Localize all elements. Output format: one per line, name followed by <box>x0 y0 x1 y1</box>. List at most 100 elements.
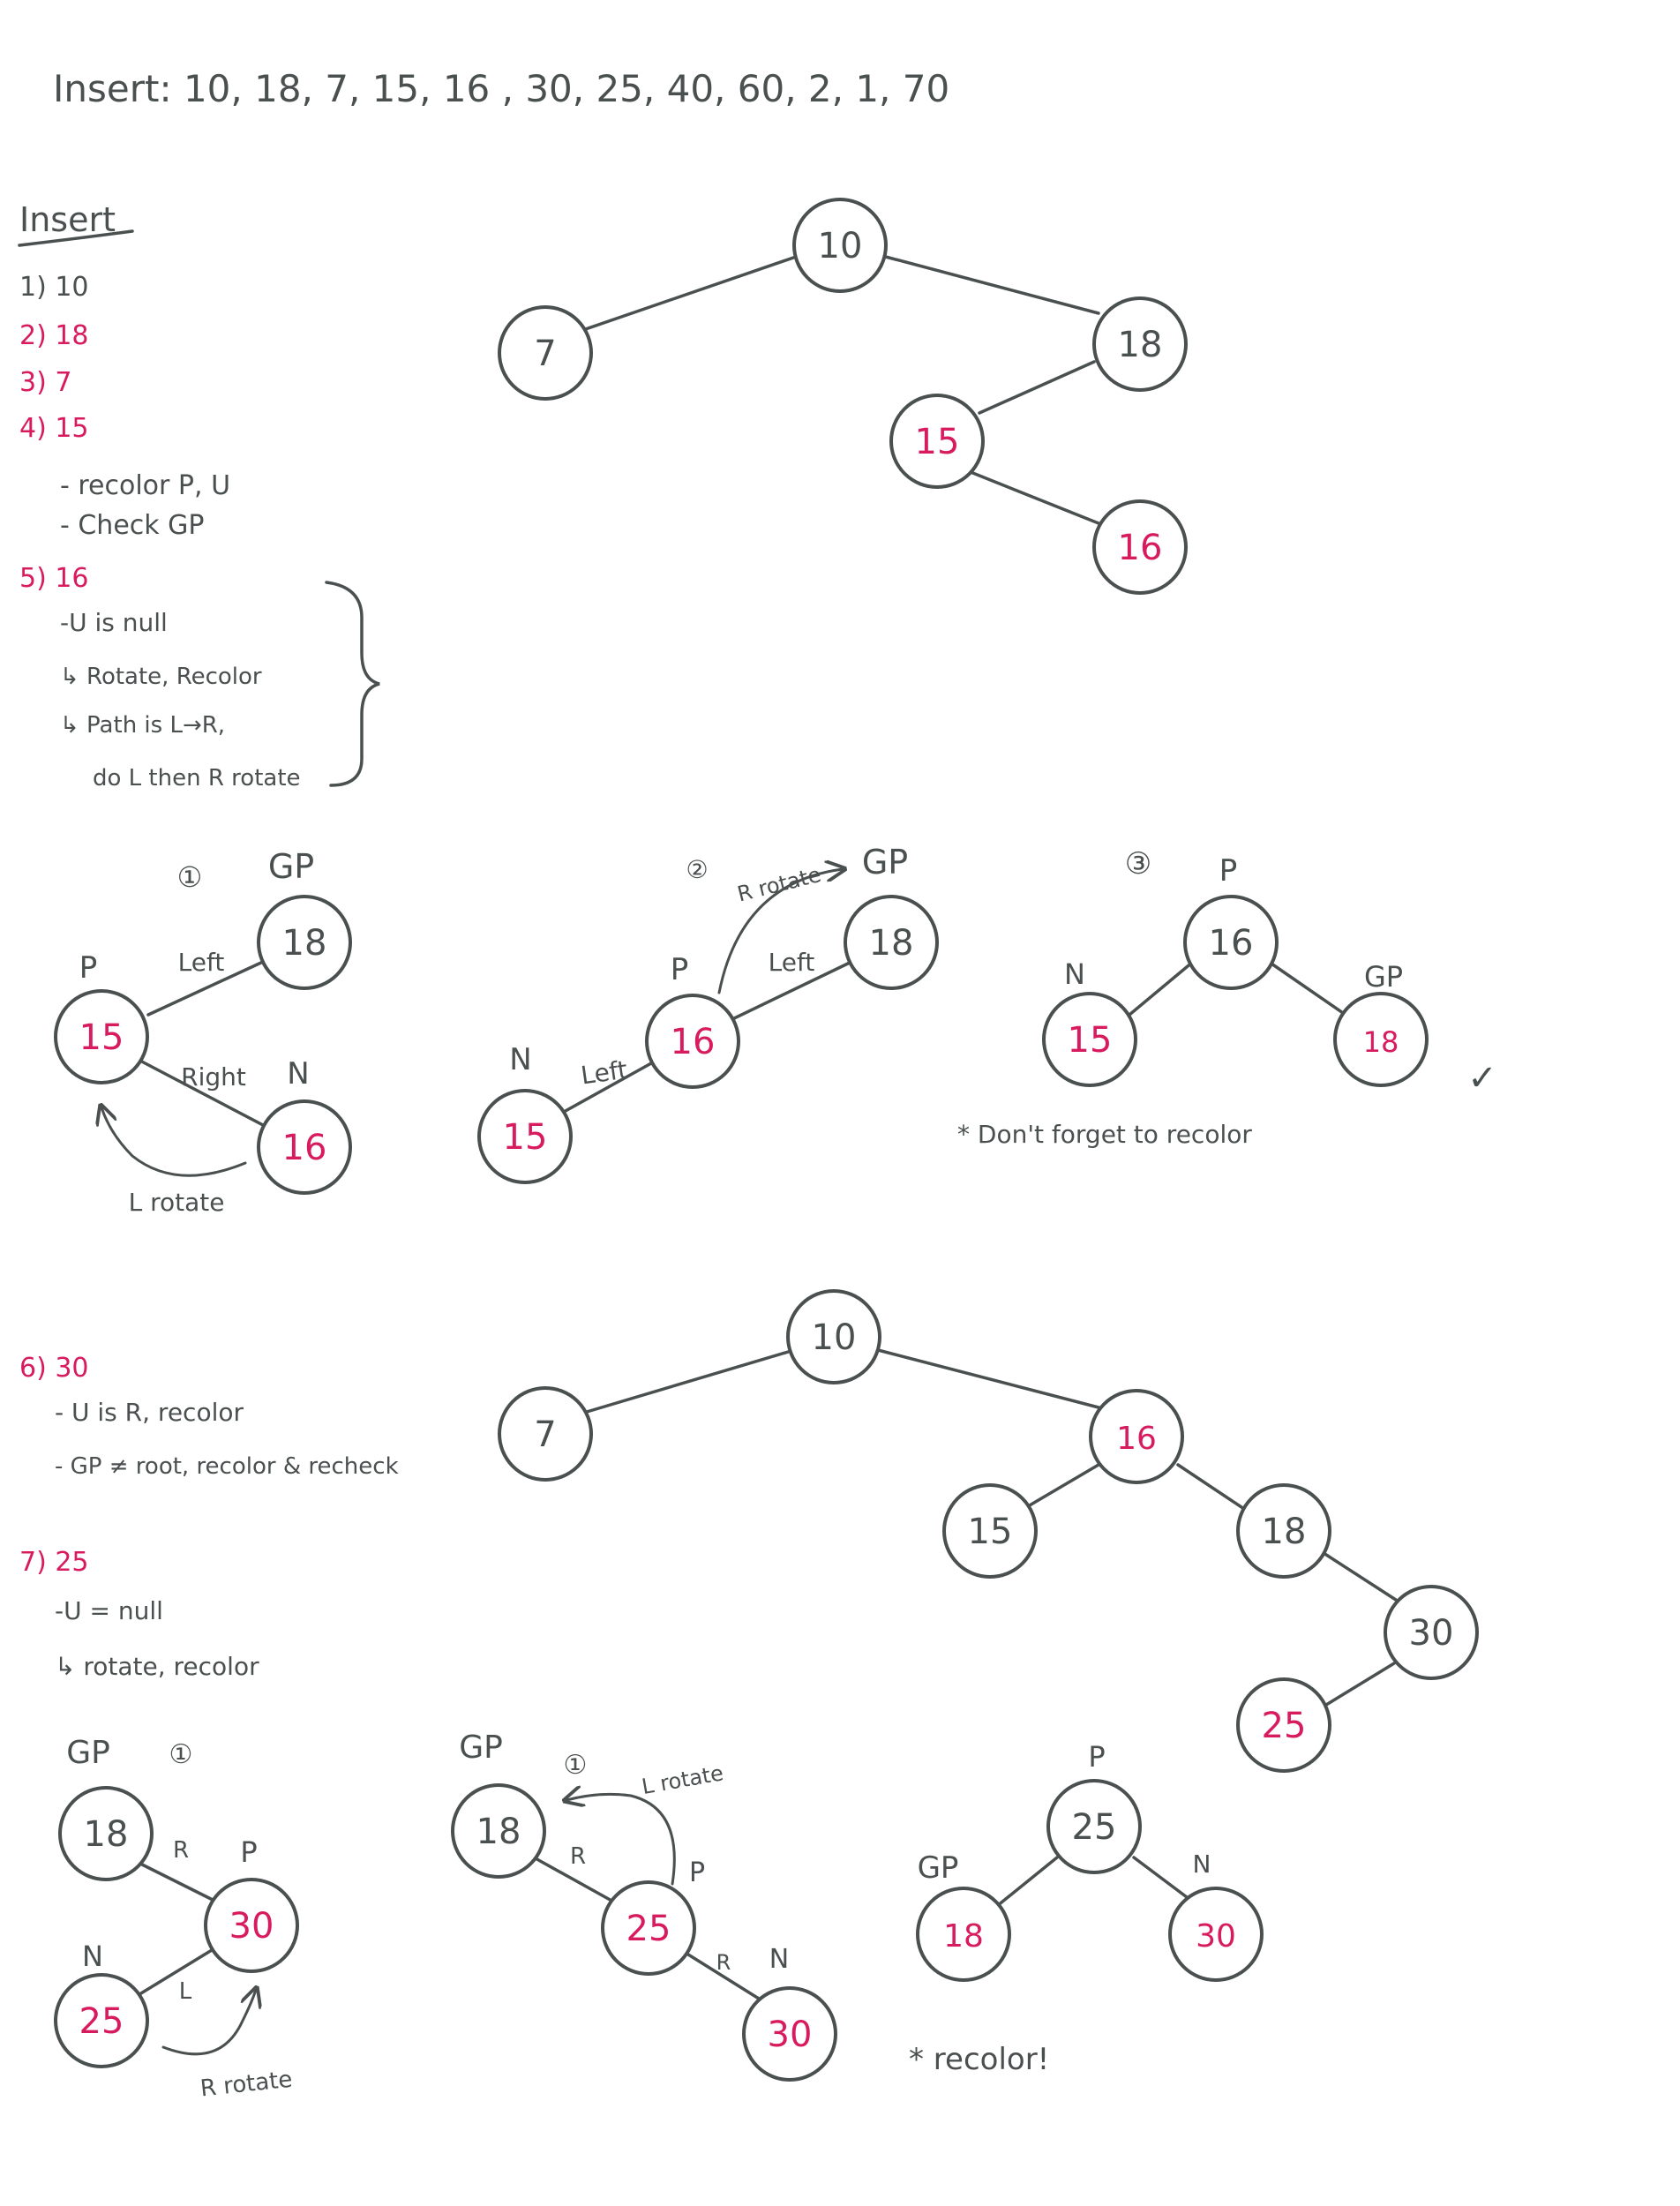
svg-text:25: 25 <box>79 2001 124 2042</box>
label-p: P <box>79 950 98 986</box>
svg-text:25: 25 <box>626 1909 671 1949</box>
svg-text:18: 18 <box>943 1918 984 1955</box>
l-rotate-arrow-b <box>566 1794 676 1886</box>
edge-25-30-b <box>686 1953 761 2000</box>
step-marker-2: ② <box>686 855 708 884</box>
node-30-c: 30 <box>1168 1887 1264 1982</box>
node-25-a: 25 <box>54 1973 149 2068</box>
svg-text:18: 18 <box>1118 325 1163 365</box>
node-15-r2: 15 <box>477 1089 573 1184</box>
label-l-a: L <box>179 1978 192 2005</box>
label-p-b: P <box>689 1857 705 1888</box>
svg-text:10: 10 <box>812 1317 857 1358</box>
label-p-3: P <box>1219 853 1238 889</box>
insert-heading: Insert <box>19 200 116 239</box>
label-gp-3: GP <box>1364 960 1403 994</box>
node-30-a: 30 <box>204 1878 299 1973</box>
edge-15-18-r1 <box>146 960 265 1017</box>
svg-text:30: 30 <box>1196 1918 1236 1955</box>
label-gp-a: GP <box>66 1735 110 1771</box>
label-n-a: N <box>82 1940 103 1973</box>
svg-text:15: 15 <box>968 1512 1013 1552</box>
label-left-2a: Left <box>769 948 815 977</box>
label-n-3: N <box>1064 957 1085 991</box>
step-5: 5) 16 <box>19 563 89 594</box>
svg-text:25: 25 <box>1072 1807 1117 1848</box>
label-n-c: N <box>1193 1850 1211 1879</box>
node-16-r1: 16 <box>257 1099 352 1195</box>
edge-16-18-r3 <box>1267 960 1347 1017</box>
heading-underline <box>18 229 134 247</box>
svg-text:18: 18 <box>476 1812 521 1852</box>
svg-text:15: 15 <box>1068 1020 1113 1061</box>
label-left: Left <box>178 948 225 977</box>
node-16-b: 16 <box>1089 1389 1184 1484</box>
edge-16-18-b <box>1176 1463 1246 1511</box>
node-16-r3: 16 <box>1183 895 1279 990</box>
node-25-c: 25 <box>1046 1779 1142 1874</box>
step-7: 7) 25 <box>19 1547 89 1578</box>
svg-text:18: 18 <box>869 923 914 964</box>
step-6-note-1: - U is R, recolor <box>55 1398 244 1427</box>
node-18-a: 18 <box>58 1786 154 1881</box>
svg-text:7: 7 <box>534 334 556 374</box>
svg-text:16: 16 <box>671 1022 716 1062</box>
recolor-note: * recolor! <box>909 2042 1049 2077</box>
edge-30-25-b <box>1313 1662 1396 1714</box>
svg-text:16: 16 <box>1118 528 1163 568</box>
curly-brace <box>325 581 380 787</box>
svg-text:25: 25 <box>1262 1706 1307 1746</box>
node-18-rb: 18 <box>451 1783 546 1879</box>
edge-30-25-a <box>131 1948 214 2000</box>
edge-16-15-b <box>1022 1463 1100 1511</box>
label-gp: GP <box>268 847 314 886</box>
edge-25-18-c <box>995 1856 1059 1908</box>
svg-text:16: 16 <box>1116 1421 1157 1457</box>
svg-text:15: 15 <box>503 1117 548 1158</box>
svg-text:15: 15 <box>79 1017 124 1058</box>
insert-sequence-title: Insert: 10, 18, 7, 15, 16 , 30, 25, 40, … <box>53 67 949 110</box>
label-r-rotate-a: R rotate <box>199 2067 294 2103</box>
step-4: 4) 15 <box>19 413 89 444</box>
step-2: 2) 18 <box>19 320 89 351</box>
step-6-note-2: - GP ≠ root, recolor & recheck <box>55 1453 399 1480</box>
node-18: 18 <box>1092 296 1188 392</box>
node-18-b: 18 <box>1236 1483 1331 1579</box>
svg-text:30: 30 <box>229 1906 274 1947</box>
label-n-2: N <box>509 1042 531 1077</box>
edge-25-30-c <box>1132 1856 1189 1899</box>
node-25-rb: 25 <box>601 1880 696 1976</box>
edge-18-25-b <box>532 1856 615 1903</box>
step-marker-a: ① <box>169 1739 193 1770</box>
step-1: 1) 10 <box>19 272 89 303</box>
svg-text:18: 18 <box>282 923 327 964</box>
edge-15-16 <box>969 470 1105 527</box>
node-15-r1: 15 <box>54 989 149 1084</box>
checkmark: ✓ <box>1467 1058 1497 1099</box>
node-30-b: 30 <box>1384 1585 1479 1680</box>
label-l-rotate-b: L rotate <box>640 1760 725 1799</box>
label-n: N <box>287 1056 309 1092</box>
svg-text:30: 30 <box>768 2015 813 2055</box>
label-r-rotate-2: R rotate <box>735 862 824 907</box>
edge-18-15 <box>978 360 1096 415</box>
node-15: 15 <box>889 394 985 489</box>
node-10-b: 10 <box>786 1289 881 1384</box>
edge-10-16-b <box>876 1348 1100 1409</box>
edge-15-16-r1 <box>135 1057 265 1127</box>
label-p-c: P <box>1088 1740 1105 1774</box>
step-7-note-2: ↳ rotate, recolor <box>55 1652 259 1681</box>
label-gp-2: GP <box>862 843 908 882</box>
svg-text:18: 18 <box>1262 1512 1307 1552</box>
label-r-a: R <box>173 1837 189 1864</box>
node-7-b: 7 <box>498 1386 593 1482</box>
node-18-r3: 18 <box>1333 992 1429 1087</box>
step-6: 6) 30 <box>19 1353 89 1384</box>
node-30-rb: 30 <box>742 1986 837 2082</box>
edge-16-15-r2 <box>554 1062 653 1118</box>
step-5-note-2: ↳ Rotate, Recolor <box>60 664 262 690</box>
label-p-a: P <box>240 1835 257 1869</box>
svg-text:7: 7 <box>534 1414 556 1455</box>
step-marker-b: ① <box>564 1750 588 1781</box>
